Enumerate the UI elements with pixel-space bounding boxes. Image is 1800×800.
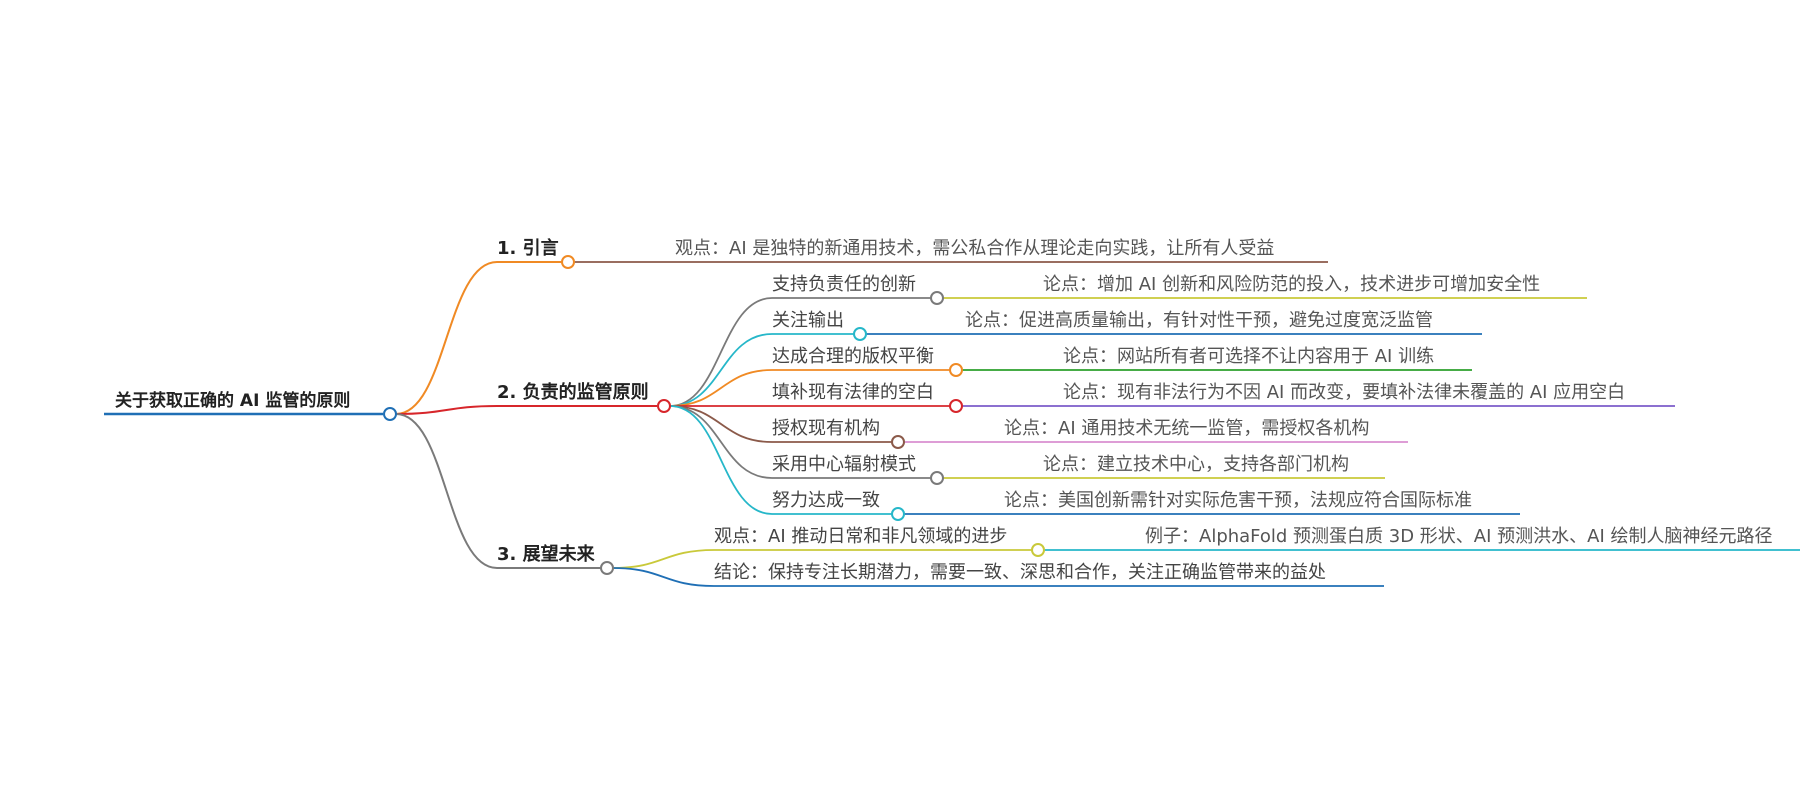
branch-1-collapse-node[interactable]: [561, 255, 575, 269]
branch-2-child-2-collapse-node[interactable]: [853, 327, 867, 341]
root-topic[interactable]: 关于获取正确的 AI 监管的原则: [115, 391, 351, 411]
principle-copyright-balance[interactable]: 达成合理的版权平衡: [772, 346, 934, 367]
branch-2-child-1-collapse-node[interactable]: [930, 291, 944, 305]
edges-layer: [104, 261, 1800, 587]
branch-2-child-4-collapse-node[interactable]: [949, 399, 963, 413]
edge-branch-2-child-5: [669, 405, 773, 443]
argument-hub-spoke[interactable]: 论点：建立技术中心，支持各部门机构: [1043, 454, 1349, 475]
nodes-layer: [383, 255, 1045, 575]
principle-empower-agencies[interactable]: 授权现有机构: [772, 418, 880, 439]
principle-hub-spoke[interactable]: 采用中心辐射模式: [772, 454, 916, 475]
argument-agencies[interactable]: 论点：AI 通用技术无统一监管，需授权各机构: [1004, 418, 1370, 439]
branch-2-collapse-node[interactable]: [657, 399, 671, 413]
branch-2-child-5-collapse-node[interactable]: [891, 435, 905, 449]
branch-2-child-3-collapse-node[interactable]: [949, 363, 963, 377]
argument-legal-gaps[interactable]: 论点：现有非法行为不因 AI 而改变，要填补法律未覆盖的 AI 应用空白: [1063, 382, 1626, 403]
branch-outlook[interactable]: 3. 展望未来: [497, 544, 595, 565]
edge-branch-2-child-1: [669, 297, 773, 407]
edge-branch-2-child-2: [669, 333, 773, 407]
edge-root-to-branch-3: [395, 413, 498, 569]
branch-2-child-6-collapse-node[interactable]: [930, 471, 944, 485]
branch-3-collapse-node[interactable]: [600, 561, 614, 575]
edge-branch-2-child-7: [669, 405, 773, 515]
outlook-conclusion[interactable]: 结论：保持专注长期潜力，需要一致、深思和合作，关注正确监管带来的益处: [714, 562, 1326, 583]
principle-responsible-innovation[interactable]: 支持负责任的创新: [772, 274, 916, 295]
edge-root-to-branch-2: [395, 405, 498, 415]
argument-innovation[interactable]: 论点：增加 AI 创新和风险防范的投入，技术进步可增加安全性: [1043, 274, 1541, 295]
edge-branch-3-child-1: [612, 549, 715, 569]
principle-fill-legal-gaps[interactable]: 填补现有法律的空白: [772, 382, 934, 403]
outlook-examples[interactable]: 例子：AlphaFold 预测蛋白质 3D 形状、AI 预测洪水、AI 绘制人脑…: [1145, 526, 1773, 547]
edge-root-to-branch-1: [395, 261, 498, 415]
root-collapse-node[interactable]: [383, 407, 397, 421]
branch-regulation-principles[interactable]: 2. 负责的监管原则: [497, 382, 649, 403]
argument-alignment[interactable]: 论点：美国创新需针对实际危害干预，法规应符合国际标准: [1004, 490, 1472, 511]
argument-output[interactable]: 论点：促进高质量输出，有针对性干预，避免过度宽泛监管: [965, 310, 1433, 331]
argument-copyright[interactable]: 论点：网站所有者可选择不让内容用于 AI 训练: [1063, 346, 1435, 367]
principle-alignment[interactable]: 努力达成一致: [772, 490, 880, 511]
edge-branch-3-child-2: [612, 567, 715, 587]
edge-branch-2-child-6: [669, 405, 773, 479]
branch-2-child-7-collapse-node[interactable]: [891, 507, 905, 521]
outlook-viewpoint[interactable]: 观点：AI 推动日常和非凡领域的进步: [714, 526, 1008, 547]
branch-3-child-1-collapse-node[interactable]: [1031, 543, 1045, 557]
principle-focus-output[interactable]: 关注输出: [772, 310, 844, 331]
intro-viewpoint[interactable]: 观点：AI 是独特的新通用技术，需公私合作从理论走向实践，让所有人受益: [675, 238, 1275, 259]
branch-introduction[interactable]: 1. 引言: [497, 238, 559, 259]
edge-branch-2-child-3: [669, 369, 773, 407]
